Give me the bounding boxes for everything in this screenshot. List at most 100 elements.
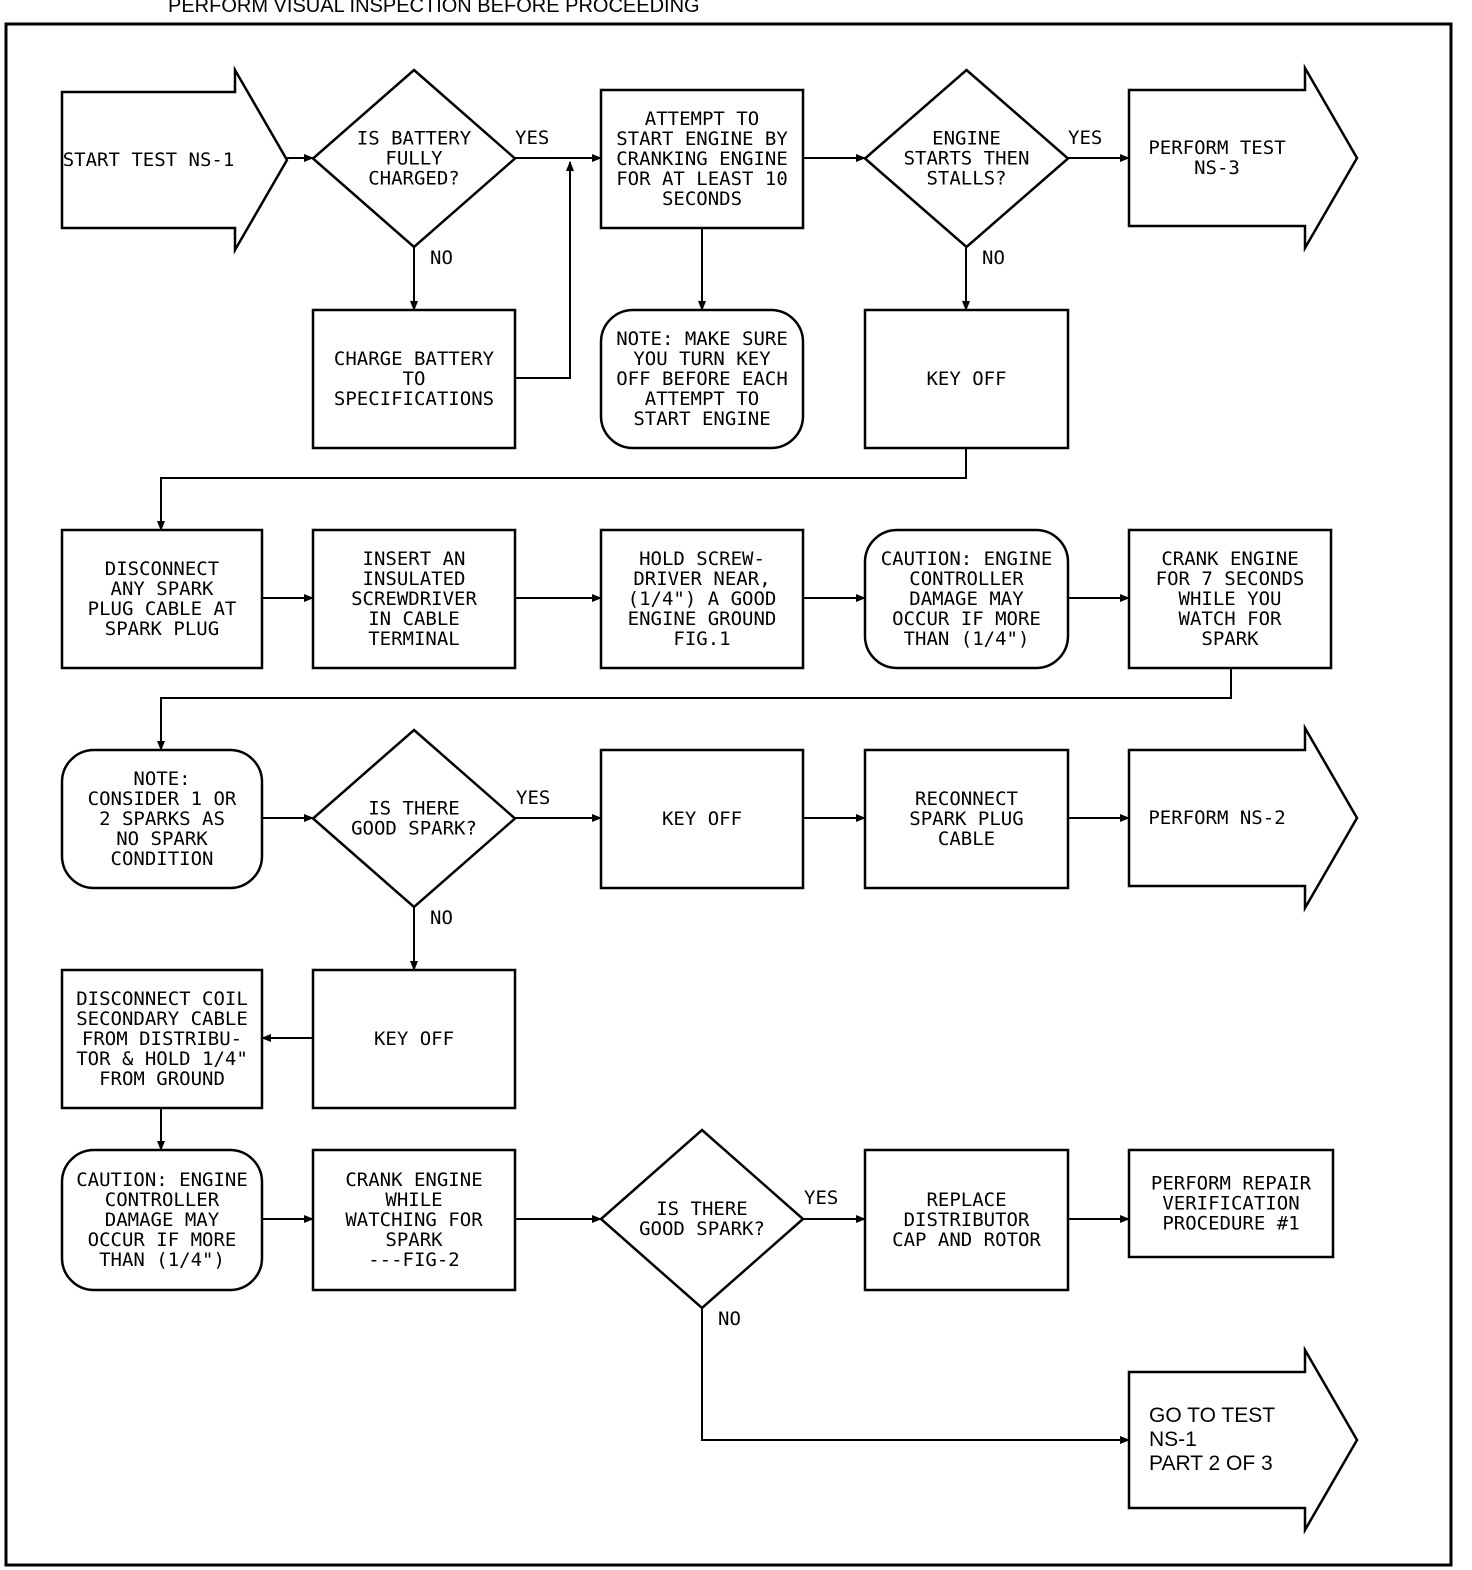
node-text-line: SPARK — [1201, 628, 1259, 650]
node-text-line: TERMINAL — [368, 628, 460, 650]
node-text-line: SPARK PLUG — [105, 618, 219, 640]
node-shape — [60, 748, 264, 890]
node-shape — [599, 1128, 805, 1310]
node-text-line: FIG.1 — [673, 628, 730, 650]
node-text-line: CABLE — [938, 828, 995, 850]
node-text-line: FULLY — [385, 148, 443, 170]
node-text-line: CONSIDER 1 OR — [88, 788, 237, 810]
node-shape — [863, 748, 1070, 890]
edge-label-battery-no: NO — [430, 247, 453, 269]
node-shape — [863, 308, 1070, 450]
node-text-line: ENGINE GROUND — [628, 608, 777, 630]
node-text-line: TOR & HOLD 1/4" — [76, 1048, 248, 1070]
node-shape — [311, 528, 517, 670]
node-text-line: WATCH FOR — [1179, 608, 1283, 630]
node-start: START TEST NS-1 — [60, 65, 289, 255]
flowchart-nodes: START TEST NS-1IS BATTERYFULLYCHARGED?AT… — [60, 63, 1359, 1535]
node-shape — [311, 68, 517, 249]
node-text-line: TO — [403, 368, 426, 390]
connector — [157, 448, 967, 531]
node-text-line: GOOD SPARK? — [351, 818, 477, 840]
node-text-line: PART 2 OF 3 — [1149, 1452, 1273, 1475]
node-text-line: CHARGE BATTERY — [334, 348, 495, 370]
node-text-line: IS THERE — [656, 1198, 748, 1220]
edge-label-spark1-yes: YES — [516, 787, 550, 809]
node-text-line: CHARGED? — [368, 168, 460, 190]
node-text-line: ---FIG-2 — [368, 1249, 460, 1271]
node-text-line: SECONDARY CABLE — [76, 1008, 248, 1030]
node-text-line: CRANK ENGINE — [1161, 548, 1298, 570]
node-text-line: FOR AT LEAST 10 — [616, 168, 788, 190]
node-shape — [599, 308, 805, 450]
node-text-line: NS-3 — [1194, 157, 1240, 179]
node-text-line: DAMAGE MAY — [105, 1209, 220, 1231]
node-text-line: ENGINE — [932, 128, 1001, 150]
node-text-line: NOTE: MAKE SURE — [616, 328, 788, 350]
node-text-line: SCREWDRIVER — [351, 588, 477, 610]
node-shape — [1127, 63, 1359, 253]
node-key-off-3: KEY OFF — [311, 968, 517, 1110]
edge-label-stalls-no: NO — [982, 247, 1005, 269]
node-text-line: REPLACE — [926, 1189, 1006, 1211]
node-text-line: ANY SPARK — [111, 578, 215, 600]
node-text-line: RECONNECT — [915, 788, 1018, 810]
node-text-line: NS-1 — [1149, 1428, 1197, 1451]
node-text-line: DAMAGE MAY — [909, 588, 1024, 610]
node-text-line: HOLD SCREW- — [639, 548, 765, 570]
node-text-line: FROM GROUND — [99, 1068, 225, 1090]
node-text-line: IS BATTERY — [357, 128, 472, 150]
node-text-line: KEY OFF — [662, 808, 742, 830]
node-text-line: ATTEMPT TO — [645, 108, 759, 130]
node-text-line: DISCONNECT — [105, 558, 219, 580]
node-text-line: CAUTION: ENGINE — [881, 548, 1053, 570]
node-text-line: SECONDS — [662, 188, 742, 210]
node-text-line: PROCEDURE #1 — [1162, 1213, 1299, 1235]
node-text-line: WATCHING FOR — [345, 1209, 483, 1231]
node-text-line: WHILE YOU — [1179, 588, 1282, 610]
node-shape — [1127, 1345, 1359, 1535]
node-text-line: SPARK PLUG — [909, 808, 1023, 830]
node-text-line: CONDITION — [111, 848, 214, 870]
node-text-line: SPARK — [385, 1229, 443, 1251]
node-text-line: DISCONNECT COIL — [76, 988, 248, 1010]
node-shape — [60, 65, 289, 255]
node-shape — [863, 528, 1070, 670]
node-shape — [311, 728, 517, 909]
node-text-line: ATTEMPT TO — [645, 388, 759, 410]
node-text-line: INSERT AN — [363, 548, 466, 570]
node-text-line: PERFORM NS-2 — [1148, 807, 1285, 829]
connector — [701, 1308, 1130, 1444]
node-text-line: GOOD SPARK? — [639, 1218, 765, 1240]
node-shape — [1127, 528, 1333, 670]
node-text-line: START ENGINE — [633, 408, 770, 430]
node-text-line: NOTE: — [133, 768, 190, 790]
node-text-line: OFF BEFORE EACH — [616, 368, 788, 390]
node-text-line: INSULATED — [363, 568, 466, 590]
node-text-line: DRIVER NEAR, — [633, 568, 770, 590]
node-shape — [60, 1148, 264, 1292]
node-hold-screwdriver: HOLD SCREW-DRIVER NEAR,(1/4") A GOODENGI… — [599, 528, 805, 670]
node-shape — [311, 1148, 517, 1292]
node-shape — [863, 1148, 1070, 1292]
node-key-off-2: KEY OFF — [599, 748, 805, 890]
node-text-line: STALLS? — [926, 168, 1006, 190]
node-shape — [1127, 723, 1359, 913]
node-shape — [599, 88, 805, 230]
node-text-line: PERFORM REPAIR — [1151, 1173, 1312, 1195]
node-text-line: CAUTION: ENGINE — [76, 1169, 248, 1191]
